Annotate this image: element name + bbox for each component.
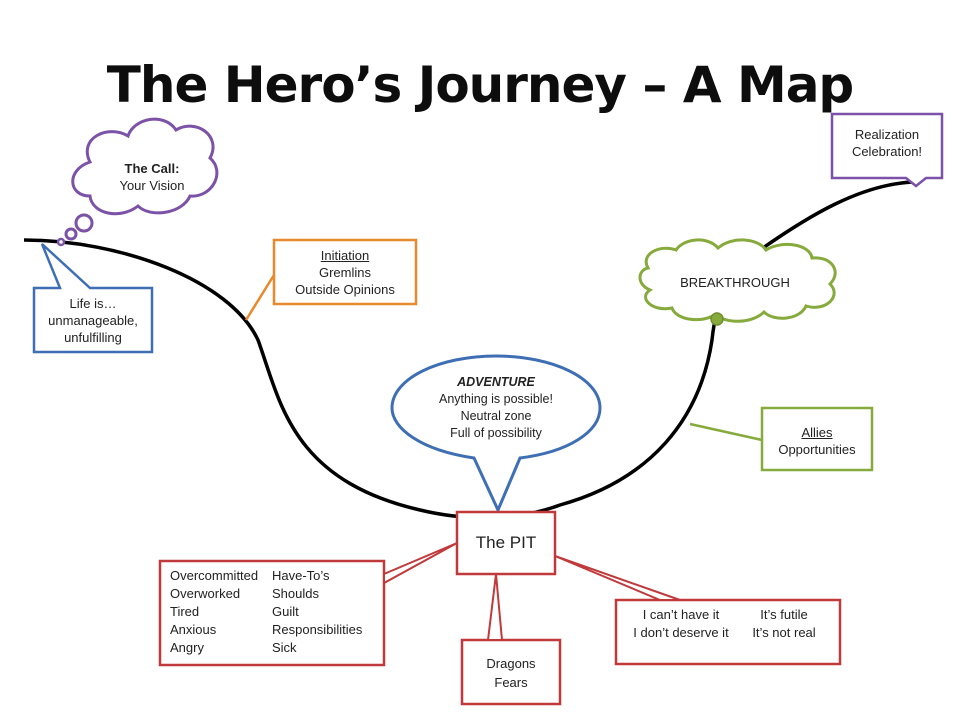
allies-box	[760, 406, 874, 472]
burden-item: Overcommitted	[170, 568, 259, 583]
breakthrough-dot	[710, 312, 724, 326]
allies-line1: Opportunities	[778, 442, 856, 457]
burdens-box	[158, 559, 386, 667]
page-title: The Hero’s Journey – A Map	[106, 56, 854, 114]
initiation-line1: Gremlins	[318, 265, 371, 280]
burden-item: Guilt	[272, 604, 299, 619]
burden-item: Have-To’s	[272, 568, 330, 583]
burdens-connector	[383, 542, 458, 585]
belief-item: It’s futile	[760, 607, 808, 622]
adventure-heading: ADVENTURE	[457, 375, 535, 389]
allies-heading: Allies	[801, 425, 833, 440]
adventure-line3: Full of possibility	[450, 426, 542, 440]
allies-label: Allies Opportunities	[764, 424, 870, 458]
beliefs-box	[614, 598, 842, 666]
burden-item: Shoulds	[272, 586, 319, 601]
breakthrough-cloud	[638, 238, 837, 323]
burden-item: Overworked	[170, 586, 241, 601]
call-bubble-large	[74, 213, 94, 233]
belief-item: I can’t have it	[642, 607, 720, 622]
initiation-heading: Initiation	[320, 248, 370, 263]
beliefs-left-column: I can’t have it I don’t deserve it	[626, 606, 736, 642]
burden-item: Responsibilities	[272, 622, 363, 637]
burden-item: Tired	[170, 604, 200, 619]
adventure-label: ADVENTURE Anything is possible! Neutral …	[404, 374, 588, 442]
dragons-label: Dragons Fears	[462, 654, 560, 692]
realization-label: Realization Celebration!	[834, 126, 940, 160]
allies-connector	[689, 422, 763, 442]
call-thought-cloud	[71, 117, 219, 216]
life-callout	[32, 243, 154, 354]
realization-line2: Celebration!	[851, 144, 923, 159]
burdens-right-column: Have-To’s Shoulds Guilt Responsibilities…	[272, 567, 362, 657]
adventure-line2: Neutral zone	[460, 409, 532, 423]
realization-line1: Realization	[854, 127, 920, 142]
initiation-box	[272, 238, 418, 306]
dragons-line2: Fears	[494, 675, 528, 690]
breakthrough-label: BREAKTHROUGH	[680, 275, 790, 290]
call-line1: The Call:	[124, 161, 180, 176]
call-bubble-small	[56, 237, 66, 247]
initiation-line2: Outside Opinions	[295, 282, 395, 297]
burdens-left-column: Overcommitted Overworked Tired Anxious A…	[170, 567, 258, 657]
adventure-line1: Anything is possible!	[439, 392, 553, 406]
dragons-box	[460, 638, 562, 706]
realization-callout	[830, 112, 944, 188]
dragons-connector	[486, 573, 504, 641]
call-bubble-medium	[64, 227, 78, 241]
life-line1: Life is…	[69, 296, 117, 311]
burden-item: Angry	[170, 640, 204, 655]
life-line3: unfulfilling	[64, 330, 122, 345]
adventure-speech-bubble	[390, 354, 602, 514]
initiation-label: Initiation Gremlins Outside Opinions	[276, 247, 414, 298]
pit-box	[455, 510, 557, 576]
life-line2: unmanageable,	[48, 313, 138, 328]
beliefs-connector	[554, 555, 681, 601]
burden-item: Anxious	[170, 622, 217, 637]
call-line2: Your Vision	[119, 178, 185, 193]
pit-label: The PIT	[475, 533, 537, 552]
beliefs-right-column: It’s futile It’s not real	[738, 606, 830, 642]
belief-item: It’s not real	[752, 625, 816, 640]
belief-item: I don’t deserve it	[633, 625, 729, 640]
dragons-line1: Dragons	[486, 656, 536, 671]
call-label: The Call: Your Vision	[92, 160, 212, 194]
life-label: Life is… unmanageable, unfulfilling	[36, 295, 150, 346]
burden-item: Sick	[272, 640, 297, 655]
initiation-connector	[244, 274, 276, 321]
